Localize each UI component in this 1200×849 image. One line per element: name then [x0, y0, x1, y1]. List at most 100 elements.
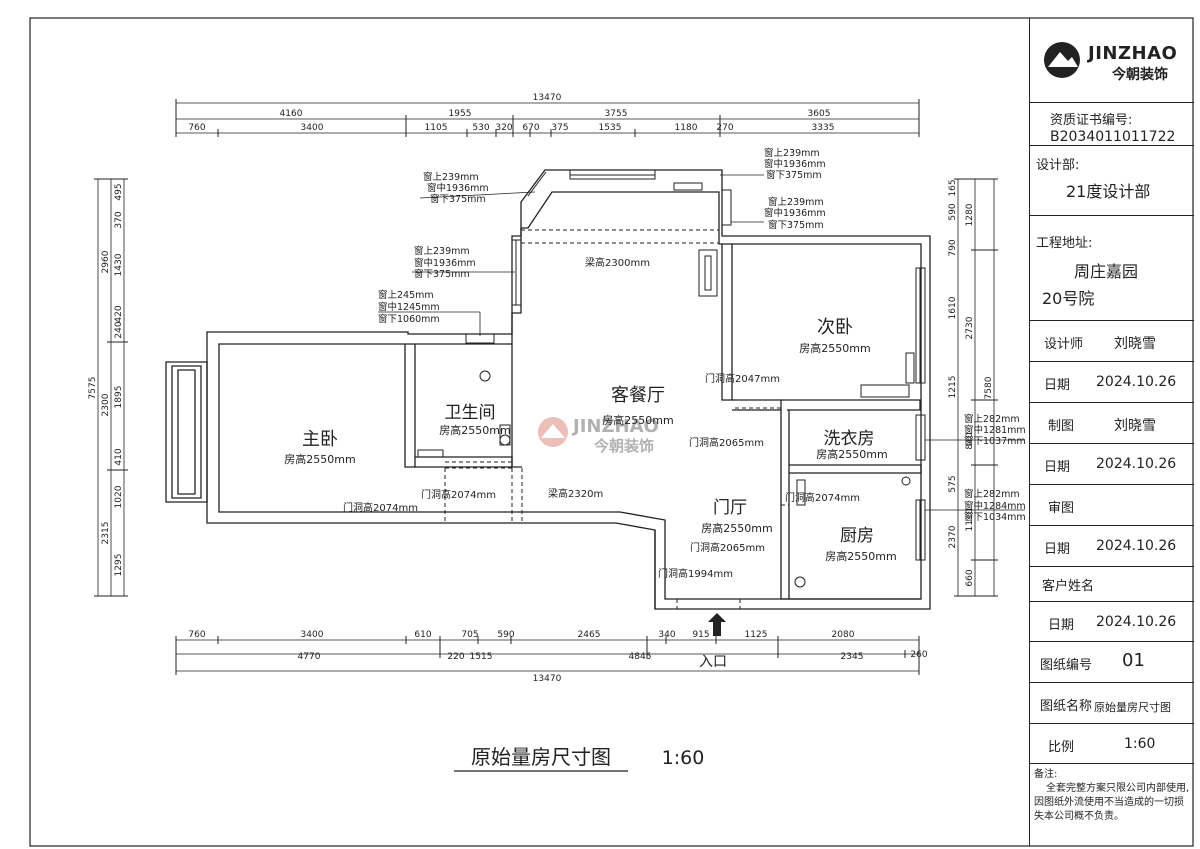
date-row: 日期 2024.10.26: [1030, 443, 1194, 484]
window-label: 窗下1037mm: [964, 435, 1026, 447]
dept-value: 21度设计部: [1066, 182, 1151, 201]
dim-right-total: 7580: [984, 376, 994, 399]
beams-and-openings: [444, 229, 789, 609]
drawing-no-value: 01: [1122, 650, 1145, 671]
dim-top-detail: 320: [495, 123, 512, 133]
entrance-arrow-icon: [708, 613, 726, 636]
drawing-name-value: 原始量房尺寸图: [1094, 701, 1171, 714]
logo-brand: JINZHAO: [1088, 43, 1178, 64]
drawer-row: 制图 刘晓雪: [1030, 402, 1194, 443]
dim-bottom-detail: 1125: [745, 630, 768, 640]
designer-label: 设计师: [1044, 337, 1084, 352]
date-label: 日期: [1044, 460, 1071, 475]
dim-bottom-mid: 1515: [470, 652, 493, 662]
dim-left-total: 7575: [88, 377, 98, 400]
dim-bottom-detail: 340: [658, 630, 675, 640]
room-name-master: 主卧: [302, 429, 338, 450]
dim-top-detail: 670: [522, 123, 539, 133]
date-label: 日期: [1048, 618, 1075, 633]
window-label: 窗中1936mm: [764, 158, 826, 170]
notes-line: 失本公司概不负责。: [1034, 811, 1124, 822]
room-height-hall: 房高2550mm: [701, 521, 772, 535]
dim-right-mid: 840: [965, 432, 975, 449]
room-name-living: 客餐厅: [611, 385, 665, 406]
drawing-name-row: 图纸名称 原始量房尺寸图: [1030, 682, 1194, 723]
date-row: 日期 2024.10.26: [1030, 525, 1194, 566]
notes-line: 全套完整方案只限公司内部使用,: [1046, 783, 1190, 794]
room-height-bath: 房高2550mm: [439, 423, 510, 437]
door-label: 门洞高1994mm: [658, 567, 733, 580]
drawing-no-row: 图纸编号 01: [1030, 641, 1194, 682]
room-height-second: 房高2550mm: [799, 341, 870, 355]
scale-row: 比例 1:60: [1030, 723, 1194, 763]
leader-lines: [378, 174, 1025, 511]
dim-left-mid: 2315: [101, 522, 111, 545]
notes-label: 备注:: [1034, 769, 1058, 780]
dim-top-detail: 1535: [599, 123, 622, 133]
dim-right-mid: 660: [965, 569, 975, 586]
address-row: 工程地址: 周庄嘉园 20号院: [1030, 215, 1194, 320]
address-line1: 周庄嘉园: [1074, 262, 1139, 281]
designer-row: 设计师 刘晓雪: [1030, 320, 1194, 361]
dim-bottom-detail: 2080: [832, 630, 855, 640]
window-label: 窗中1245mm: [378, 301, 440, 313]
dim-bottom-mid: 260: [910, 650, 927, 660]
dim-right-mid: 1110: [965, 508, 975, 531]
logo-cn: 今朝装饰: [1112, 67, 1168, 83]
dim-right-mid: 2730: [965, 316, 975, 339]
dim-bottom-detail: 705: [461, 630, 478, 640]
dim-bottom-detail: 610: [414, 630, 431, 640]
dim-left-detail: 410: [114, 448, 124, 465]
dim-left-detail: 370: [114, 211, 124, 228]
scale-value: 1:60: [1124, 736, 1156, 752]
dim-bottom-detail: 590: [497, 630, 514, 640]
window-label: 窗上282mm: [964, 488, 1020, 500]
door-label: 门洞高2047mm: [705, 372, 780, 385]
date-row: 日期 2024.10.26: [1030, 601, 1194, 641]
dept-label: 设计部:: [1036, 158, 1080, 173]
dim-bottom-mid: 4845: [629, 652, 652, 662]
dim-top-detail: 760: [188, 123, 205, 133]
date-value: 2024.10.26: [1096, 614, 1177, 630]
dim-right-detail: 590: [948, 203, 958, 220]
window-label: 窗下375mm: [768, 219, 824, 231]
dim-top-detail: 375: [551, 123, 568, 133]
dimension-ticks: [94, 99, 998, 675]
dim-bottom-mid: 2345: [841, 652, 864, 662]
dim-left-mid: 2300: [101, 393, 111, 416]
dim-top-total: 13470: [533, 93, 562, 103]
window-label: 窗下1060mm: [378, 313, 440, 325]
window-label: 窗中1936mm: [427, 182, 489, 194]
window-label: 窗上239mm: [768, 196, 824, 208]
dim-left-detail: 420: [114, 305, 124, 322]
window-label: 窗中1936mm: [414, 257, 476, 269]
room-name-bath: 卫生间: [445, 403, 496, 423]
watermark: JINZHAO 今朝装饰: [538, 416, 659, 455]
dim-top-detail: 1180: [675, 123, 698, 133]
dim-left-mid: 2960: [101, 250, 111, 273]
logo-icon: [1044, 42, 1080, 78]
designer-value: 刘晓雪: [1114, 336, 1156, 352]
door-label: 门洞高2074mm: [785, 491, 860, 504]
dim-top-detail: 530: [472, 123, 489, 133]
dim-bottom-mid: 220: [447, 652, 464, 662]
room-name-kitchen: 厨房: [840, 526, 874, 546]
client-row: 客户姓名: [1030, 566, 1194, 601]
dim-bottom-detail: 3400: [301, 630, 324, 640]
dim-right-detail: 165: [948, 179, 958, 196]
drawing-no-label: 图纸编号: [1040, 658, 1093, 673]
beam-label: 梁高2300mm: [585, 256, 650, 269]
window-label: 窗下375mm: [430, 193, 486, 205]
dim-bottom-total: 13470: [533, 674, 562, 684]
room-height-living: 房高2550mm: [602, 413, 673, 427]
room-height-master: 房高2550mm: [284, 452, 355, 466]
dimension-lines: [97, 102, 995, 672]
room-name-hall: 门厅: [713, 498, 747, 518]
drawing-title: 原始量房尺寸图: [471, 745, 611, 769]
dim-left-detail: 495: [114, 183, 124, 200]
dim-right-mid: 1280: [965, 203, 975, 226]
window-label: 窗下375mm: [766, 169, 822, 181]
dim-left-detail: 1020: [114, 485, 124, 508]
entrance-label: 入口: [699, 654, 727, 670]
